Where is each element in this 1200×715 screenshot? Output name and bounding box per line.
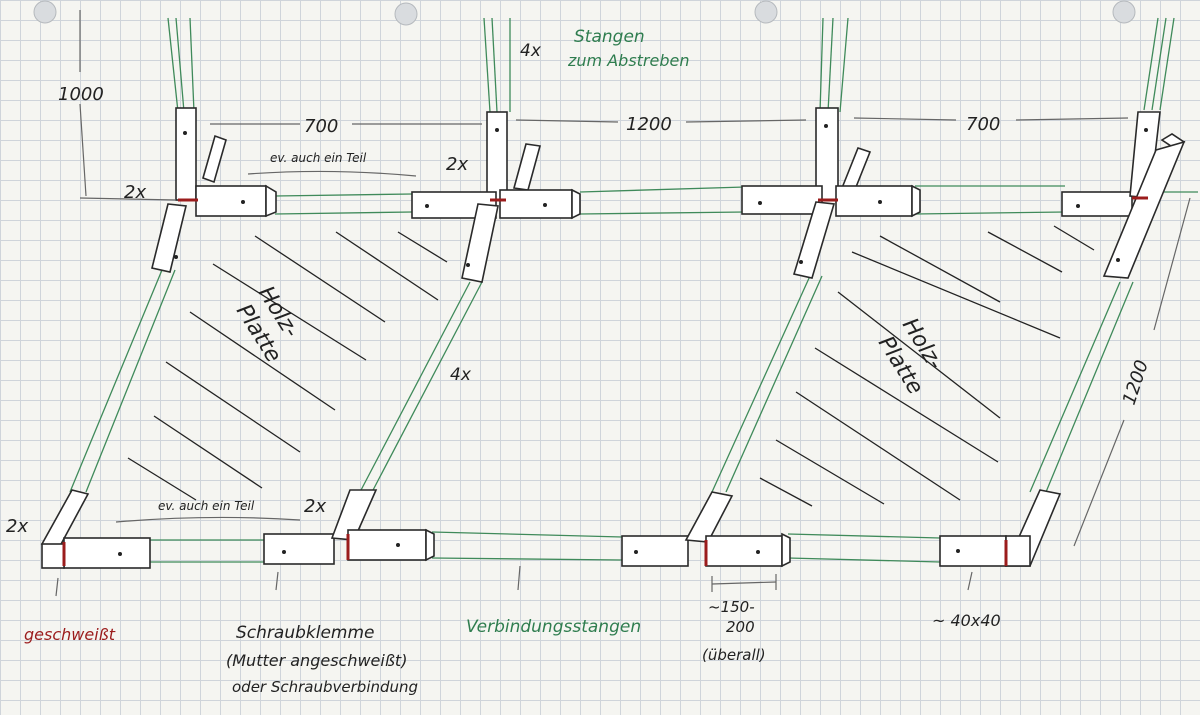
span-dim-1-label: 700 [304, 116, 338, 137]
bolt-dots [118, 124, 1148, 556]
height-dim-label: 1000 [58, 84, 104, 105]
length-label-1: ~150- [708, 598, 755, 616]
green-rods [69, 17, 1198, 563]
plate-hatching-left [127, 231, 448, 501]
count-4x-mid: 4x [450, 365, 472, 385]
welded-label: geschweißt [24, 625, 116, 644]
clamp-label-2: (Mutter angeschweißt) [226, 651, 407, 670]
length-label-2: 200 [726, 618, 755, 636]
punch-holes [33, 0, 1136, 26]
note-bottom: ev. auch ein Teil [158, 499, 255, 513]
rods-top-text-1: Stangen [574, 27, 645, 47]
profile-label: ~ 40x40 [932, 611, 1001, 630]
weld-marks [62, 196, 1148, 566]
clamp-label-1: Schraubklemme [236, 623, 375, 643]
length-label-3: (überall) [702, 646, 766, 664]
diag-dim-label: 1200 [1119, 357, 1153, 407]
count-2x-a: 2x [124, 182, 146, 203]
count-2x-b: 2x [446, 154, 468, 175]
rods-top-text-2: zum Abstreben [567, 51, 689, 70]
span-dim-3-label: 700 [966, 114, 1000, 135]
note-top: ev. auch ein Teil [270, 151, 367, 165]
plate-hatching-right [759, 225, 1095, 507]
span-dim-2-label: 1200 [626, 114, 672, 135]
profiles-bottom [40, 489, 1062, 569]
connector-label: Verbindungsstangen [466, 617, 641, 637]
clamp-label-3: oder Schraubverbindung [232, 678, 418, 696]
rods-top-count: 4x [520, 41, 542, 61]
count-2x-c: 2x [6, 516, 28, 537]
count-2x-d: 2x [304, 496, 326, 517]
dimension-lines [55, 10, 1191, 597]
profiles-top [151, 107, 1186, 283]
